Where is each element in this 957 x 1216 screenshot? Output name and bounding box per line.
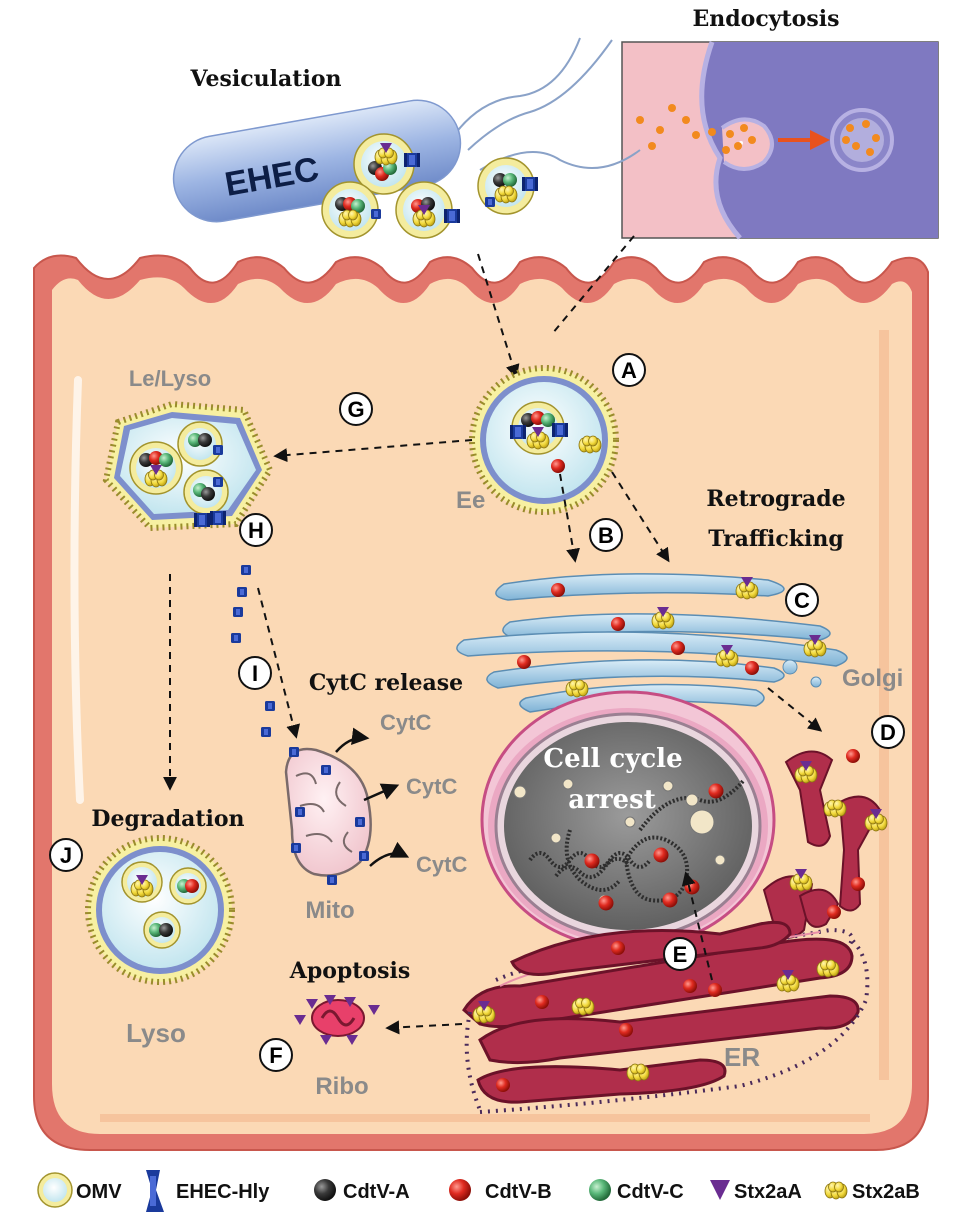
mitochondrion xyxy=(284,747,372,885)
green-sphere-icon xyxy=(589,1179,611,1201)
svg-text:J: J xyxy=(60,843,72,868)
red-sphere-icon xyxy=(449,1179,471,1201)
le-lyso-label: Le/Lyso xyxy=(129,366,211,391)
svg-text:CdtV-C: CdtV-C xyxy=(617,1181,684,1203)
endoplasmic-reticulum xyxy=(462,920,870,1114)
svg-text:H: H xyxy=(248,518,264,543)
svg-text:CdtV-B: CdtV-B xyxy=(485,1181,552,1203)
golgi-label: Golgi xyxy=(842,665,903,692)
svg-text:CdtV-A: CdtV-A xyxy=(343,1181,410,1203)
legend-stx2aa: Stx2aA xyxy=(710,1180,802,1203)
tubular-er-network xyxy=(762,749,887,939)
nucleus: Cell cycle arrest xyxy=(480,690,776,950)
apoptosis-label: Apoptosis xyxy=(289,958,410,984)
endocytosis-inset: Endocytosis xyxy=(621,6,939,240)
step-b-badge: B xyxy=(589,518,623,552)
svg-text:E: E xyxy=(673,942,688,967)
legend-omv: OMV xyxy=(37,1172,122,1208)
degradation-label: Degradation xyxy=(91,806,244,832)
ee-label: Ee xyxy=(456,487,485,514)
lysosome xyxy=(85,835,235,985)
legend-ehec-hly: EHEC-Hly xyxy=(146,1170,270,1212)
svg-text:A: A xyxy=(621,358,637,383)
legend-cdtv-b: CdtV-B xyxy=(449,1179,552,1203)
svg-text:B: B xyxy=(598,523,614,548)
lyso-label: Lyso xyxy=(126,1018,186,1048)
cytc-label-2: CytC xyxy=(406,774,457,799)
yellow-pentamer-icon xyxy=(824,1181,848,1200)
svg-text:G: G xyxy=(347,397,364,422)
late-endosome-lysosome xyxy=(102,400,274,532)
vesiculation-title: Vesiculation xyxy=(190,66,342,92)
step-h-badge: H xyxy=(239,513,273,547)
ribo-label: Ribo xyxy=(315,1073,368,1100)
svg-text:D: D xyxy=(880,720,896,745)
mito-label: Mito xyxy=(305,897,354,924)
svg-text:OMV: OMV xyxy=(76,1181,122,1203)
step-e-badge: E xyxy=(663,937,697,971)
golgi-apparatus xyxy=(456,573,848,719)
omv-icon xyxy=(37,1172,73,1208)
black-sphere-icon xyxy=(314,1179,336,1201)
svg-text:I: I xyxy=(252,661,258,686)
cytc-label-1: CytC xyxy=(380,710,431,735)
cell-cycle-label-line2: arrest xyxy=(568,785,655,815)
omv-cluster xyxy=(321,133,538,239)
svg-text:Stx2aB: Stx2aB xyxy=(852,1181,920,1203)
svg-text:C: C xyxy=(794,588,810,613)
step-labels: A B C D E F G H I J xyxy=(49,353,905,1072)
early-endosome xyxy=(469,365,619,515)
ehec-hly-icon xyxy=(146,1170,164,1212)
svg-text:F: F xyxy=(269,1043,282,1068)
legend-cdtv-a: CdtV-A xyxy=(314,1179,410,1203)
step-f-badge: F xyxy=(259,1038,293,1072)
cytc-label-3: CytC xyxy=(416,852,467,877)
cytc-release-label: CytC release xyxy=(309,670,463,696)
svg-text:Stx2aA: Stx2aA xyxy=(734,1181,802,1203)
step-g-badge: G xyxy=(339,392,373,426)
legend-stx2ab: Stx2aB xyxy=(824,1181,920,1203)
step-j-badge: J xyxy=(49,838,83,872)
purple-triangle-icon xyxy=(710,1180,730,1200)
legend: OMV EHEC-Hly CdtV-A CdtV-B CdtV-C Stx2aA xyxy=(37,1170,920,1212)
endocytosis-title: Endocytosis xyxy=(693,6,840,32)
retrograde-label-line2: Trafficking xyxy=(708,526,843,552)
er-label: ER xyxy=(724,1042,760,1072)
step-i-badge: I xyxy=(238,656,272,690)
cell-cycle-label-line1: Cell cycle xyxy=(543,744,682,774)
legend-cdtv-c: CdtV-C xyxy=(589,1179,684,1203)
step-d-badge: D xyxy=(871,715,905,749)
ribosome xyxy=(294,995,380,1045)
svg-text:EHEC-Hly: EHEC-Hly xyxy=(176,1181,270,1203)
step-a-badge: A xyxy=(612,353,646,387)
retrograde-label-line1: Retrograde xyxy=(706,486,845,512)
step-c-badge: C xyxy=(785,583,819,617)
